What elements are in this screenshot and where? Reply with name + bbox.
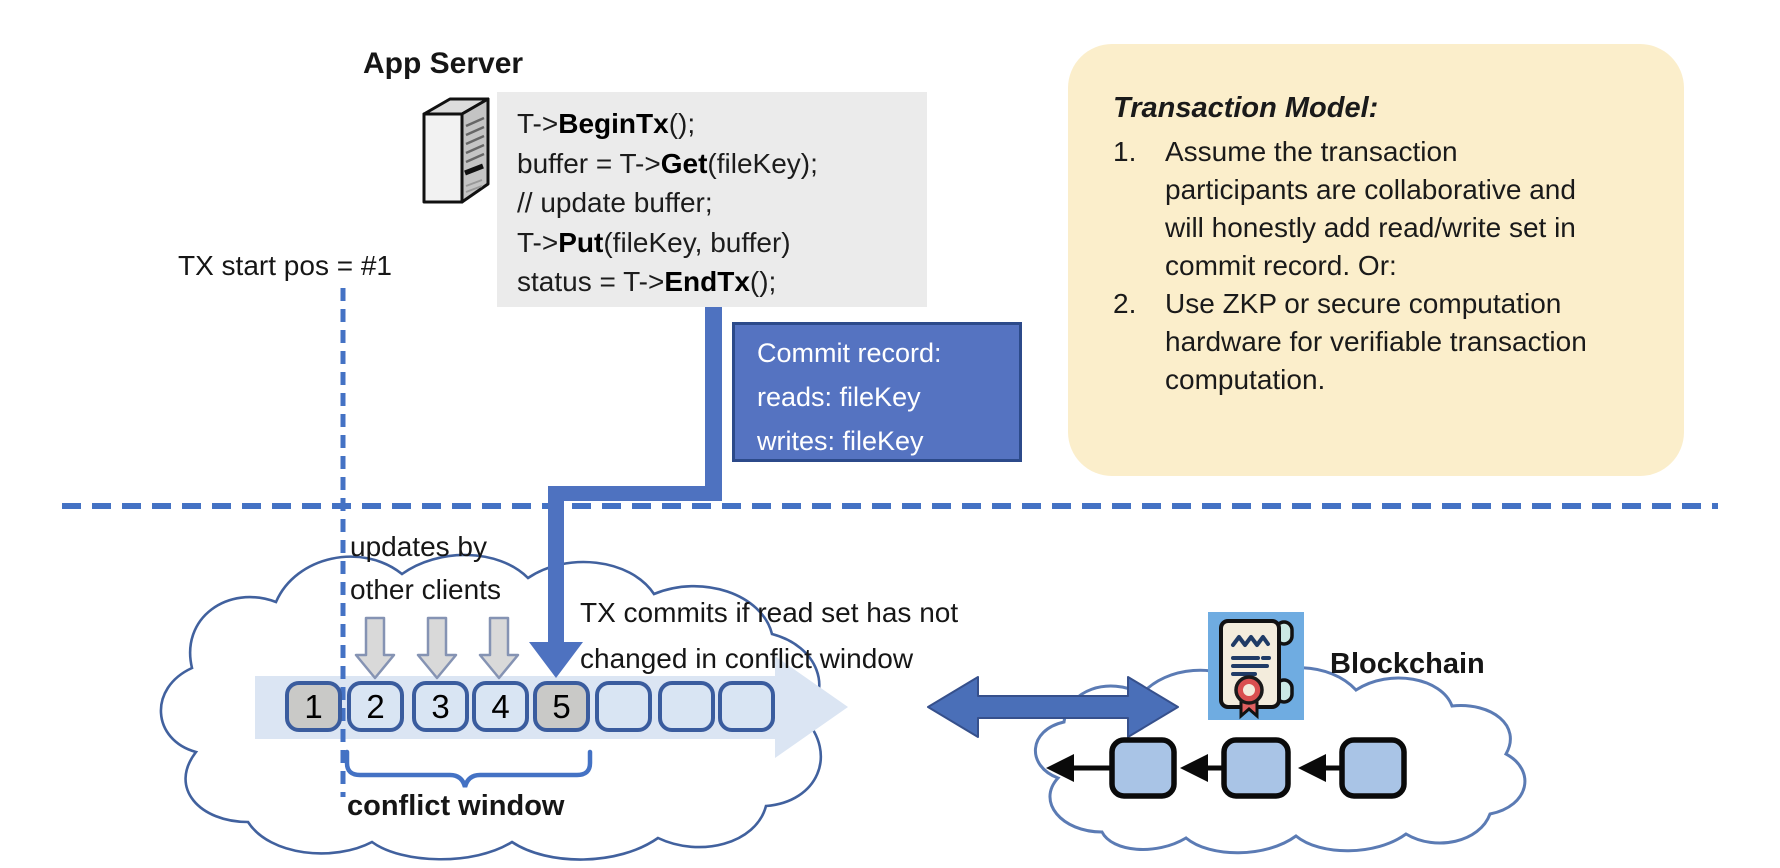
tx-start-pos-label: TX start pos = #1: [178, 250, 392, 281]
code-line: status = T->EndTx();: [517, 266, 777, 297]
chain-block: [1221, 737, 1291, 799]
chain-block: [1109, 737, 1177, 799]
conflict-window-bracket: [344, 749, 593, 788]
code-line: T->BeginTx();: [517, 108, 696, 139]
double-arrow-icon: [927, 676, 1179, 738]
blockchain-label: Blockchain: [1330, 648, 1485, 680]
commit-record-callout: Commit record: reads: fileKey writes: fi…: [732, 322, 1022, 462]
ledger-block: 4: [472, 681, 529, 732]
commit-record-writes: writes: fileKey: [757, 426, 924, 456]
chain-link-arrow: [1046, 754, 1110, 782]
ledger-block: [595, 681, 652, 732]
update-arrow-icon: [416, 616, 458, 680]
transaction-model-note: Transaction Model: 1. Assume the transac…: [1068, 44, 1684, 476]
transaction-model-item: 1. Assume the transaction participants a…: [1113, 136, 1576, 281]
app-server-label: App Server: [363, 47, 524, 80]
updates-by-other-clients-label: updates by other clients: [350, 531, 501, 605]
commit-record-title: Commit record:: [757, 338, 942, 368]
code-line: buffer = T->Get(fileKey);: [517, 147, 818, 179]
certificate-icon: [1208, 612, 1304, 720]
code-line: // update buffer;: [517, 187, 713, 218]
chain-link-arrow: [1180, 754, 1222, 782]
update-arrow-icon: [354, 616, 396, 680]
conflict-window-label: conflict window: [347, 790, 565, 822]
transaction-model-item: 2. Use ZKP or secure computation hardwar…: [1113, 288, 1587, 395]
server-icon: [422, 97, 490, 204]
chain-block: [1339, 737, 1407, 799]
commit-connector-arrow: [529, 295, 722, 678]
chain-link-arrow: [1298, 754, 1340, 782]
update-arrow-icon: [478, 616, 520, 680]
transaction-code-block: T->BeginTx(); buffer = T->Get(fileKey); …: [497, 92, 927, 307]
ledger-block: [718, 681, 775, 732]
ledger-block: 1: [285, 681, 342, 732]
code-line: T->Put(fileKey, buffer): [517, 226, 791, 258]
ledger-block: [658, 681, 715, 732]
tx-commits-note: TX commits if read set has not changed i…: [580, 597, 959, 674]
ledger-block: 2: [347, 681, 404, 732]
ledger-block: 3: [412, 681, 469, 732]
commit-record-reads: reads: fileKey: [757, 382, 921, 412]
ledger-block: 5: [533, 681, 590, 732]
transaction-model-title: Transaction Model:: [1113, 92, 1379, 124]
